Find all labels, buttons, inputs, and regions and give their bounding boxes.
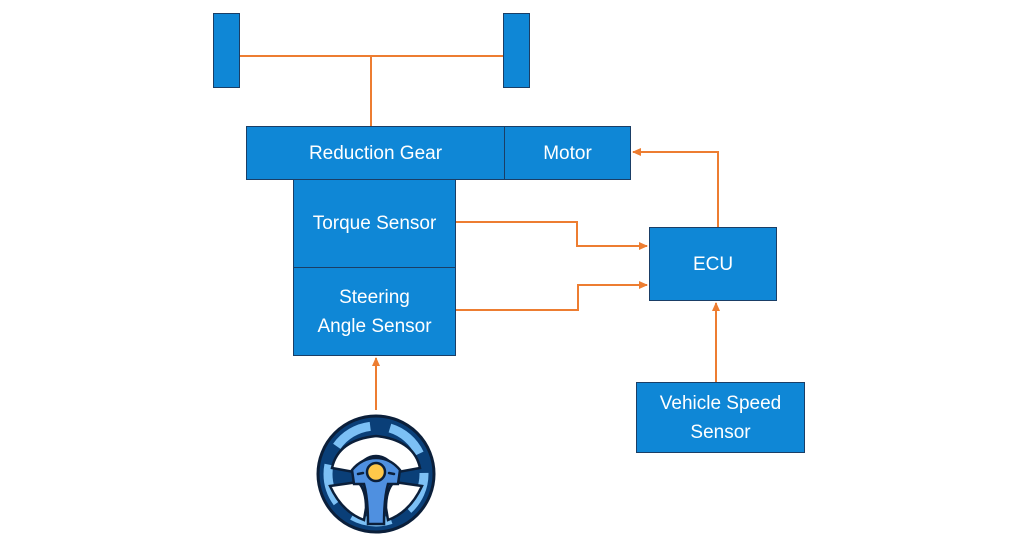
- right-wheel: [503, 13, 530, 88]
- ecu-to-motor-connector: [632, 148, 719, 227]
- steering-angle-sensor-box: Steering Angle Sensor: [293, 267, 456, 356]
- vehicle-speed-sensor-label-line2: Sensor: [690, 421, 751, 443]
- torque-sensor-box: Torque Sensor: [293, 179, 456, 268]
- vehicle-speed-sensor-box: Vehicle Speed Sensor: [636, 382, 805, 453]
- reduction-gear-label: Reduction Gear: [308, 142, 443, 164]
- left-wheel: [213, 13, 240, 88]
- motor-label: Motor: [543, 142, 592, 164]
- ecu-box: ECU: [649, 227, 777, 301]
- steering-angle-sensor-label-line1: Steering: [339, 286, 410, 308]
- angle-to-ecu-connector: [455, 281, 648, 311]
- reduction-gear-box: Reduction Gear: [246, 126, 505, 180]
- ecu-label: ECU: [692, 253, 734, 275]
- torque-to-ecu-connector: [455, 221, 648, 250]
- steering-angle-sensor-label-line2: Angle Sensor: [317, 315, 432, 337]
- vehicle-speed-sensor-label-line1: Vehicle Speed: [659, 392, 782, 414]
- motor-box: Motor: [504, 126, 631, 180]
- steering-wheel-icon: [316, 414, 436, 534]
- torque-sensor-label: Torque Sensor: [312, 213, 437, 234]
